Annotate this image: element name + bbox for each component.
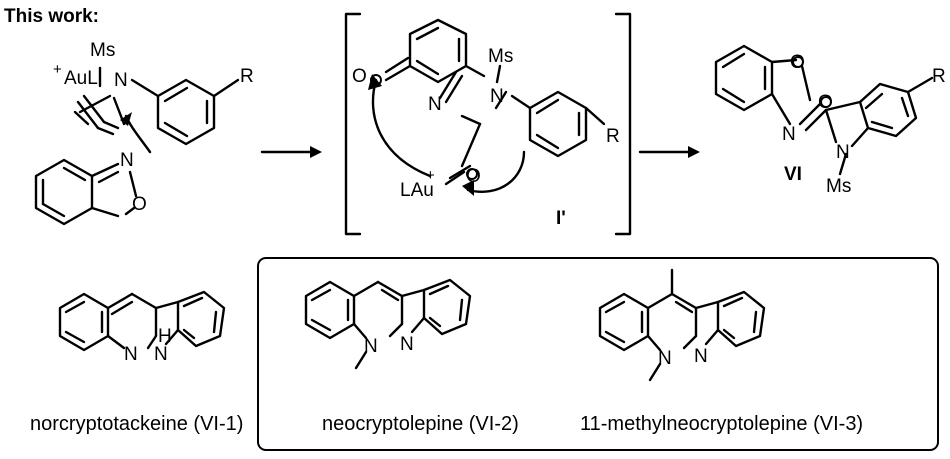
- reaction-arrow-2: [638, 146, 700, 158]
- intermediate-label: I': [556, 208, 566, 229]
- caption-vi-3: 11-methylneocryptolepine (VI-3): [580, 413, 863, 435]
- norcryptotackeine-structure: N N H: [58, 290, 226, 365]
- vi1-n-label: N: [124, 344, 138, 365]
- intermediate-r-label: R: [606, 126, 620, 147]
- ms-label: Ms: [90, 40, 115, 61]
- isoxazole-o-label: O: [132, 194, 147, 215]
- natural-products-box: [257, 257, 939, 451]
- methylneocryptolepine-structure: N N: [598, 268, 766, 382]
- vi1-h-label: H: [158, 326, 172, 347]
- gold-carbenoid-charge: +: [426, 167, 435, 184]
- product-o-top-label: O: [790, 52, 805, 73]
- gold-charge-label: +: [53, 61, 62, 78]
- product-r-label: R: [932, 66, 946, 87]
- gold-carbenoid-label: LAu: [400, 180, 434, 201]
- intermediate-structure: O N N Ms R LAu + O I': [352, 18, 620, 229]
- imine-n-label: N: [428, 94, 442, 115]
- scheme-title: This work:: [4, 6, 99, 27]
- gold-ligand-label: AuL: [64, 68, 98, 89]
- product-amide-n-label: N: [836, 142, 850, 163]
- vi2-n-imine-label: N: [400, 334, 414, 355]
- r-substituent-label: R: [240, 66, 254, 87]
- enol-o-label: O: [466, 166, 481, 187]
- vi3-n-methyl-label: N: [658, 348, 672, 369]
- reaction-arrow-1: [260, 146, 322, 158]
- caption-vi-2: neocryptolepine (VI-2): [322, 413, 519, 435]
- product-ms-label: Ms: [826, 176, 851, 197]
- neocryptolepine-structure: N N: [304, 278, 472, 370]
- amide-n-label: N: [490, 86, 504, 107]
- anthranil-reactant: N O: [34, 150, 147, 226]
- vi1-nh-label: N: [154, 344, 168, 365]
- product-o-right-label: O: [818, 92, 833, 113]
- isoxazole-n-label: N: [120, 150, 134, 171]
- intermediate-brackets: [344, 12, 632, 236]
- vi2-n-methyl-label: N: [364, 336, 378, 357]
- product-structure: O O N N R Ms VI: [714, 44, 946, 197]
- product-label: VI: [784, 164, 802, 185]
- carbonyl-o-label: O: [352, 66, 367, 87]
- caption-vi-1: norcryptotackeine (VI-1): [30, 413, 243, 435]
- intermediate-ms-label: Ms: [488, 46, 513, 67]
- nitrogen-label: N: [114, 70, 128, 91]
- product-imine-n-label: N: [782, 124, 796, 145]
- gold-ynamide-reactant: Ms N R AuL +: [53, 40, 254, 154]
- vi3-n-imine-label: N: [694, 346, 708, 367]
